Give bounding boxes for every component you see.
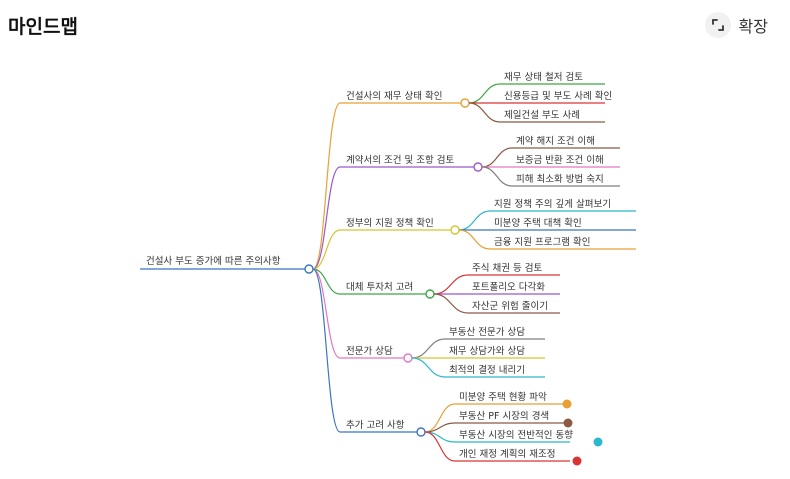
- expand-corners-icon: [704, 12, 731, 38]
- child-connector: [468, 83, 501, 104]
- child-node-dot[interactable]: [572, 456, 582, 466]
- child-node-dot[interactable]: [563, 418, 573, 428]
- child-node-label[interactable]: 최적의 결정 내리기: [449, 364, 525, 376]
- child-connector: [411, 338, 446, 359]
- child-connector: [424, 431, 456, 462]
- child-node-label[interactable]: 주식 채권 등 검토: [472, 262, 542, 274]
- branch-node-label[interactable]: 정부의 지원 정책 확인: [346, 217, 434, 229]
- branch-node-circle[interactable]: [473, 162, 483, 172]
- child-node-label[interactable]: 피해 최소화 방법 숙지: [516, 173, 604, 185]
- child-node-label[interactable]: 재무 상태 철저 검토: [504, 71, 583, 83]
- child-node-label[interactable]: 개인 재정 계획의 재조정: [459, 448, 555, 460]
- child-node-label[interactable]: 계약 해지 조건 이해: [516, 135, 595, 147]
- child-connector: [481, 147, 513, 168]
- child-node-label[interactable]: 지원 정책 주의 깊게 살펴보기: [494, 198, 611, 210]
- branch-node-circle[interactable]: [403, 353, 413, 363]
- child-node-label[interactable]: 금융 지원 프로그램 확인: [494, 236, 590, 248]
- child-node-label[interactable]: 부동산 PF 시장의 경색: [459, 410, 549, 422]
- branch-node-label[interactable]: 추가 고려 사항: [346, 419, 405, 431]
- child-node-label[interactable]: 제일건설 부도 사례: [504, 110, 580, 121]
- branch-node-label[interactable]: 전문가 상담: [346, 345, 393, 357]
- root-node-circle[interactable]: [304, 264, 314, 274]
- child-node-label[interactable]: 포트폴리오 다각화: [472, 281, 545, 293]
- child-node-dot[interactable]: [562, 399, 572, 409]
- child-connector: [458, 229, 491, 250]
- branch-node-circle[interactable]: [425, 289, 435, 299]
- expand-label: 확장: [738, 17, 768, 36]
- child-connector: [458, 210, 491, 231]
- root-node-label[interactable]: 건설사 부도 증가에 따른 주의사항: [146, 256, 281, 267]
- child-node-label[interactable]: 재무 상담가와 상담: [449, 345, 525, 357]
- branch-connector: [312, 268, 341, 433]
- branch-connector: [312, 268, 341, 295]
- branch-connector: [312, 268, 341, 359]
- branch-node-circle[interactable]: [460, 98, 470, 108]
- branch-node-label[interactable]: 대체 투자처 고려: [346, 281, 413, 293]
- branch-connector: [312, 102, 341, 270]
- child-connector: [433, 274, 469, 295]
- branch-node-label[interactable]: 건설사의 재무 상태 확인: [346, 90, 442, 102]
- branch-connector: [312, 229, 341, 270]
- child-node-label[interactable]: 미분양 주택 대책 확인: [494, 217, 582, 229]
- child-connector: [481, 166, 513, 187]
- child-connector: [411, 357, 446, 378]
- child-node-label[interactable]: 보증금 반환 조건 이해: [516, 154, 604, 166]
- child-connector: [468, 102, 501, 123]
- child-connector: [433, 293, 469, 314]
- branch-node-circle[interactable]: [450, 225, 460, 235]
- branch-connector: [312, 166, 341, 270]
- page-title: 마인드맵: [8, 16, 78, 38]
- child-node-dot[interactable]: [593, 437, 603, 447]
- child-node-label[interactable]: 부동산 시장의 전반적인 동향: [459, 429, 573, 441]
- child-node-label[interactable]: 부동산 전문가 상담: [449, 326, 525, 338]
- branch-node-label[interactable]: 계약서의 조건 및 조항 검토: [346, 154, 454, 166]
- branch-node-circle[interactable]: [416, 427, 426, 437]
- child-node-label[interactable]: 미분양 주택 현황 파악: [459, 391, 547, 403]
- expand-button[interactable]: 확장: [704, 10, 768, 40]
- child-node-label[interactable]: 자산군 위험 줄이기: [472, 300, 548, 312]
- child-node-label[interactable]: 신용등급 및 부도 사례 확인: [504, 90, 612, 102]
